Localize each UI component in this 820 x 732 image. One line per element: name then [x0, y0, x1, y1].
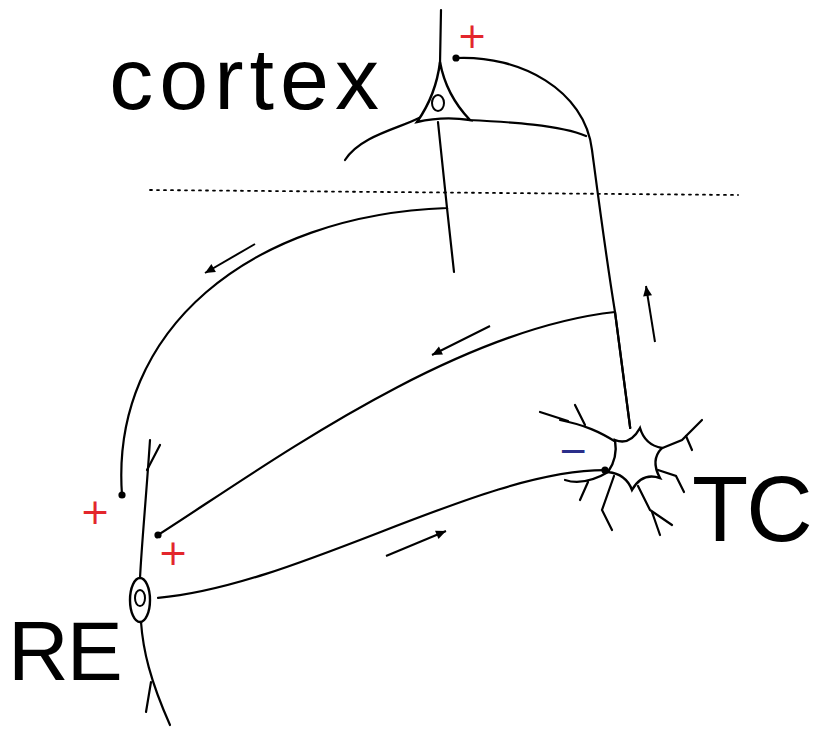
neuron-soma: cortex [422, 56, 456, 122]
tc-dendrite [686, 436, 692, 450]
axon-line [456, 58, 630, 428]
re-dendrite [140, 440, 150, 578]
tc-dendrite [575, 405, 585, 425]
soma-shape [422, 56, 456, 122]
direction-arrow [205, 244, 255, 273]
arrow-head [435, 531, 446, 539]
axon-connector [452, 54, 655, 428]
axon-line [121, 122, 447, 495]
basal-dendrite [468, 120, 586, 136]
soma-outline [130, 578, 150, 622]
tc-dendrite [660, 420, 702, 449]
neuron-soma: RE [118, 495, 158, 627]
tc-dendrite [580, 482, 588, 500]
axon-connector [118, 122, 447, 499]
region-label: cortex [109, 35, 385, 123]
synapse-dot [118, 491, 125, 498]
synapse-sign: + [80, 498, 110, 527]
direction-arrow [386, 531, 446, 556]
region-label: TC [692, 463, 811, 555]
soma-outline [608, 428, 662, 490]
apical-dendrite [440, 10, 441, 64]
soma-outline [135, 590, 145, 606]
tc-dendrite [658, 470, 684, 492]
re-dendrite [141, 622, 170, 725]
arrow-head [643, 286, 652, 297]
re-dendrite [146, 682, 151, 712]
axon-connector [158, 467, 609, 598]
re-dendrite [147, 445, 160, 470]
arrow-head [432, 347, 443, 355]
synapse-sign: − [558, 437, 588, 466]
synapse-sign: + [457, 22, 487, 51]
axon-connector [154, 312, 630, 539]
direction-arrow [432, 326, 490, 355]
axon-line [158, 312, 630, 535]
synapse-dot [154, 531, 161, 538]
synapse-dot [452, 54, 459, 61]
basal-dendrite [345, 118, 419, 160]
axon-line [158, 470, 605, 598]
soma-outline [417, 62, 470, 122]
tc-dendrite [652, 512, 660, 535]
soma-shape [605, 428, 665, 490]
soma-shape [118, 495, 158, 627]
arrow-head [205, 264, 216, 273]
neuron-soma: TC [605, 428, 665, 490]
dotted-boundary [150, 190, 738, 195]
synapse-sign: + [158, 539, 188, 568]
tc-dendrite [540, 412, 568, 421]
tc-dendrite [602, 476, 614, 530]
soma-outline [432, 95, 444, 111]
axon-trunk [447, 208, 454, 272]
region-label: RE [8, 609, 121, 693]
